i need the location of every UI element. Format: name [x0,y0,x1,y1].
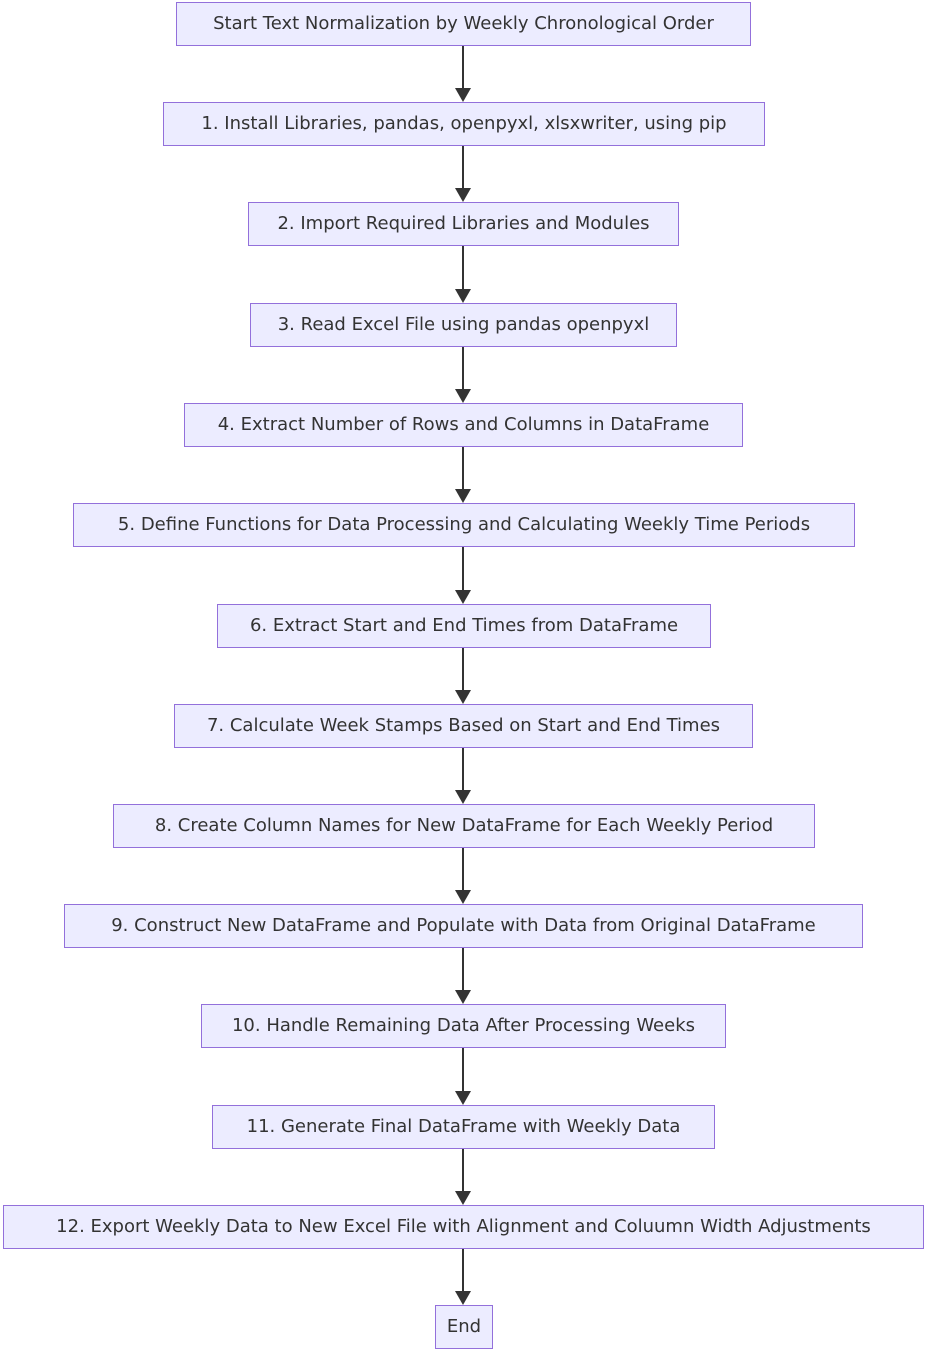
edge-step2-to-step3 [462,246,464,289]
arrowhead-step12 [455,1191,471,1205]
node-step-2: 2. Import Required Libraries and Modules [248,202,679,246]
edge-step12-to-end [462,1249,464,1291]
edge-step6-to-step7 [462,648,464,690]
edge-step8-to-step9 [462,848,464,890]
arrowhead-step6 [455,590,471,604]
node-step-6: 6. Extract Start and End Times from Data… [217,604,711,648]
edge-step7-to-step8 [462,748,464,790]
node-step-12: 12. Export Weekly Data to New Excel File… [3,1205,924,1249]
arrowhead-end [455,1291,471,1305]
arrowhead-step10 [455,990,471,1004]
node-step-9: 9. Construct New DataFrame and Populate … [64,904,863,948]
node-start: Start Text Normalization by Weekly Chron… [176,2,751,46]
arrowhead-step4 [455,389,471,403]
edge-step9-to-step10 [462,948,464,990]
node-step-1: 1. Install Libraries, pandas, openpyxl, … [163,102,765,146]
edge-step3-to-step4 [462,347,464,389]
edge-step1-to-step2 [462,146,464,188]
arrowhead-step11 [455,1091,471,1105]
edge-step4-to-step5 [462,447,464,489]
arrowhead-step8 [455,790,471,804]
edge-step10-to-step11 [462,1048,464,1091]
node-step-8: 8. Create Column Names for New DataFrame… [113,804,815,848]
edge-step11-to-step12 [462,1149,464,1191]
node-step-4: 4. Extract Number of Rows and Columns in… [184,403,743,447]
edge-start-to-step1 [462,46,464,88]
node-step-7: 7. Calculate Week Stamps Based on Start … [174,704,753,748]
arrowhead-step1 [455,88,471,102]
edge-step5-to-step6 [462,547,464,590]
node-step-5: 5. Define Functions for Data Processing … [73,503,855,547]
arrowhead-step5 [455,489,471,503]
node-step-10: 10. Handle Remaining Data After Processi… [201,1004,726,1048]
node-step-11: 11. Generate Final DataFrame with Weekly… [212,1105,715,1149]
node-step-3: 3. Read Excel File using pandas openpyxl [250,303,677,347]
arrowhead-step7 [455,690,471,704]
node-end: End [435,1305,493,1349]
arrowhead-step3 [455,289,471,303]
arrowhead-step2 [455,188,471,202]
arrowhead-step9 [455,890,471,904]
